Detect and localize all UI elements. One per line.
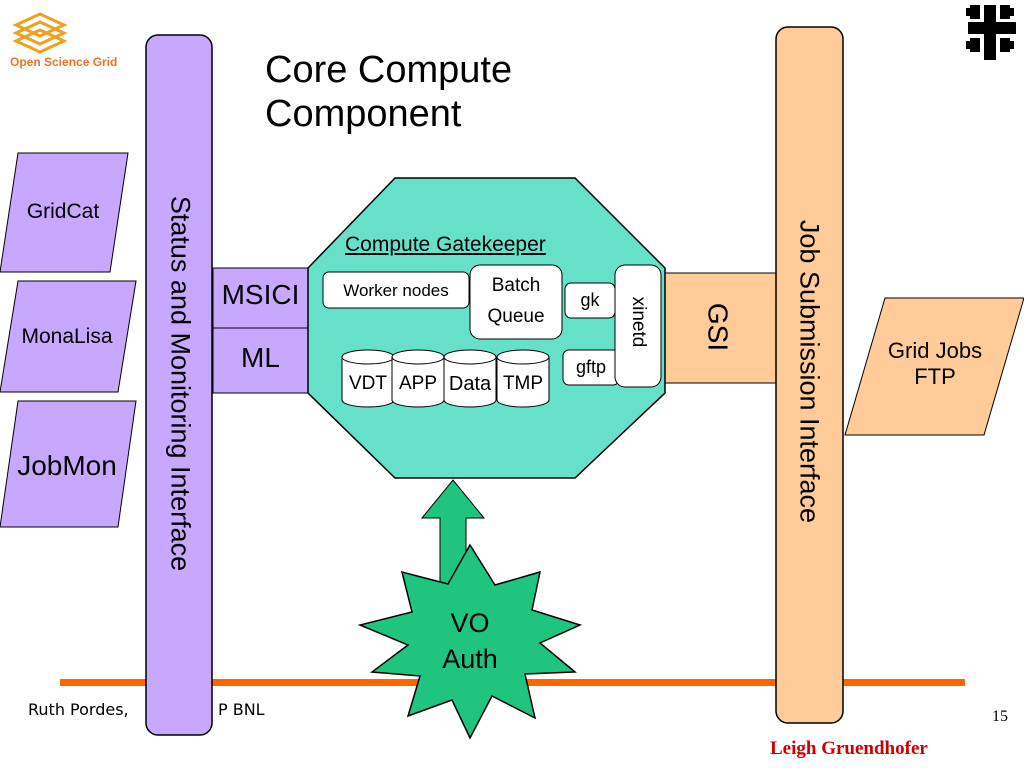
batch-queue-label: Batch Queue	[487, 275, 545, 327]
jobmon-label: JobMon	[17, 450, 117, 481]
osg-logo-text: Open Science Grid	[10, 55, 118, 69]
osg-logo-icon	[12, 12, 68, 54]
gftp-label: gftp	[575, 357, 607, 377]
ml-label: ML	[241, 342, 280, 373]
gk-label: gk	[580, 290, 600, 310]
cylinder-vdt-label: VDT	[349, 373, 387, 394]
footer-venue: P BNL	[218, 700, 265, 719]
slide-title: Core Compute Component	[265, 49, 513, 135]
worker-nodes-label: Worker nodes	[343, 281, 449, 300]
page-number: 15	[992, 708, 1008, 725]
vo-auth-star	[357, 543, 583, 740]
monalisa-label: MonaLisa	[21, 325, 113, 348]
footer-presenter: Ruth Pordes,	[28, 700, 129, 719]
gsi-box	[654, 272, 781, 384]
cylinder-tmp-label: TMP	[502, 373, 544, 394]
fermilab-logo-icon	[966, 5, 1016, 60]
gridcat-label: GridCat	[26, 200, 100, 223]
job-submission-bar	[775, 26, 844, 724]
jobmon-shape	[0, 400, 137, 528]
vo-auth-label: VO Auth	[442, 608, 498, 674]
status-monitoring-bar	[145, 34, 213, 736]
gatekeeper-title: Compute Gatekeeper	[345, 233, 546, 256]
msici-label: MSICI	[221, 279, 300, 310]
monalisa-shape	[0, 280, 137, 393]
author-name: Leigh Gruendhofer	[770, 738, 928, 759]
msici-ml-box	[212, 267, 309, 394]
cylinder-data-label: Data	[448, 373, 492, 395]
grid-jobs-label: Grid Jobs FTP	[887, 338, 983, 389]
gridcat-shape	[0, 152, 129, 273]
xinetd-label: xinetd	[628, 296, 649, 348]
cylinder-app-label: APP	[398, 373, 438, 394]
grid-jobs-shape	[844, 297, 1024, 436]
job-submission-label: Job Submission Interface	[794, 219, 825, 524]
status-monitoring-label: Status and Monitoring Interface	[165, 195, 196, 572]
gsi-label: GSI	[702, 302, 734, 352]
